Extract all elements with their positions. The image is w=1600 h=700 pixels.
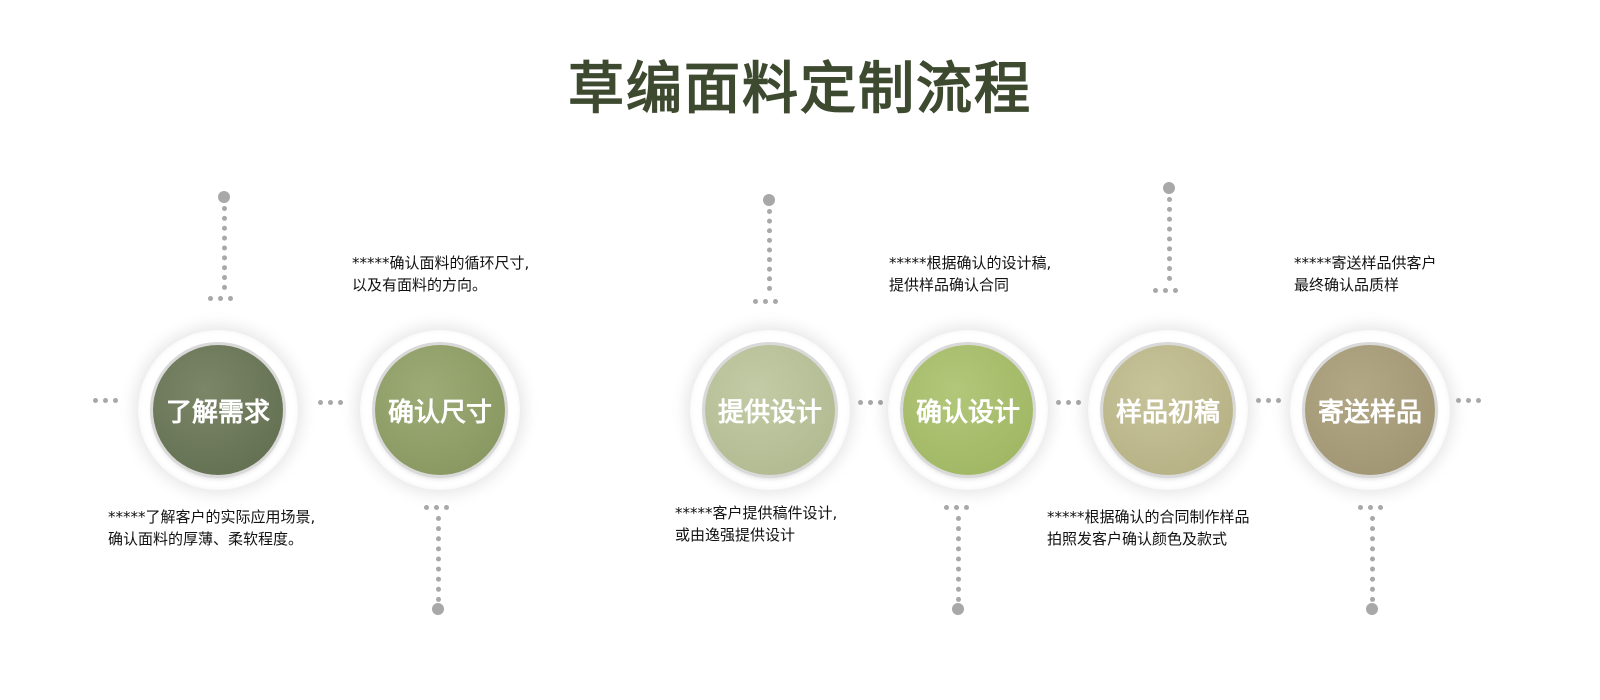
step-note-provide-design: *****客户提供稿件设计, 或由逸强提供设计	[675, 502, 837, 546]
connector-line	[767, 209, 772, 291]
connector-line	[1370, 516, 1375, 602]
step-label: 了解需求	[165, 397, 270, 428]
note-line: 确认面料的厚薄、柔软程度。	[108, 530, 304, 548]
note-line: *****确认面料的循环尺寸,	[352, 254, 530, 272]
connector-line	[222, 206, 227, 290]
note-line: *****寄送样品供客户	[1294, 254, 1437, 272]
connector-line	[956, 516, 961, 602]
note-line: 提供样品确认合同	[889, 276, 1010, 294]
connector-ball	[1366, 603, 1378, 615]
step-label: 确认设计	[915, 397, 1020, 428]
step-label: 寄送样品	[1317, 397, 1422, 428]
step-circle: 提供设计	[705, 345, 835, 475]
step-note-send-sample: *****寄送样品供客户 最终确认品质样	[1294, 252, 1437, 296]
step-confirm-size: 确认尺寸	[360, 330, 520, 490]
connector-dots	[1456, 398, 1481, 403]
step-confirm-design: 确认设计	[888, 330, 1048, 490]
connector-dots	[944, 505, 969, 510]
connector-dots	[753, 299, 778, 304]
connector-dots	[1153, 288, 1178, 293]
step-label: 确认尺寸	[387, 397, 492, 428]
step-note-understand-needs: *****了解客户的实际应用场景, 确认面料的厚薄、柔软程度。	[108, 506, 315, 550]
step-sample-draft: 样品初稿	[1088, 330, 1248, 490]
note-line: *****根据确认的设计稿,	[889, 254, 1052, 272]
note-line: 拍照发客户确认颜色及款式	[1047, 530, 1228, 548]
note-line: *****根据确认的合同制作样品	[1047, 508, 1250, 526]
step-note-sample-draft: *****根据确认的合同制作样品 拍照发客户确认颜色及款式	[1047, 506, 1250, 550]
step-circle: 确认尺寸	[375, 345, 505, 475]
step-circle: 了解需求	[153, 345, 283, 475]
connector-ball	[952, 603, 964, 615]
connector-dots	[208, 296, 233, 301]
step-circle: 确认设计	[903, 345, 1033, 475]
connector-dots	[1256, 398, 1281, 403]
step-note-confirm-design: *****根据确认的设计稿, 提供样品确认合同	[889, 252, 1051, 296]
page-title: 草编面料定制流程	[568, 56, 1032, 122]
step-provide-design: 提供设计	[690, 330, 850, 490]
connector-dots	[93, 398, 118, 403]
step-note-confirm-size: *****确认面料的循环尺寸, 以及有面料的方向。	[352, 252, 529, 296]
connector-dots	[1056, 400, 1081, 405]
note-line: 最终确认品质样	[1294, 276, 1400, 294]
note-line: 以及有面料的方向。	[352, 276, 488, 294]
connector-dots	[424, 505, 449, 510]
step-understand-needs: 了解需求	[138, 330, 298, 490]
connector-dots	[1358, 505, 1383, 510]
connector-ball	[218, 191, 230, 203]
connector-dots	[318, 400, 343, 405]
note-line: *****了解客户的实际应用场景,	[108, 508, 316, 526]
step-label: 样品初稿	[1115, 397, 1220, 428]
connector-ball	[1163, 182, 1175, 194]
connector-line	[1167, 197, 1172, 281]
step-label: 提供设计	[717, 397, 822, 428]
note-line: 或由逸强提供设计	[675, 526, 796, 544]
connector-ball	[432, 603, 444, 615]
note-line: *****客户提供稿件设计,	[675, 504, 838, 522]
connector-dots	[858, 400, 883, 405]
connector-ball	[763, 194, 775, 206]
step-send-sample: 寄送样品	[1290, 330, 1450, 490]
step-circle: 样品初稿	[1103, 345, 1233, 475]
step-circle: 寄送样品	[1305, 345, 1435, 475]
connector-line	[436, 516, 441, 602]
